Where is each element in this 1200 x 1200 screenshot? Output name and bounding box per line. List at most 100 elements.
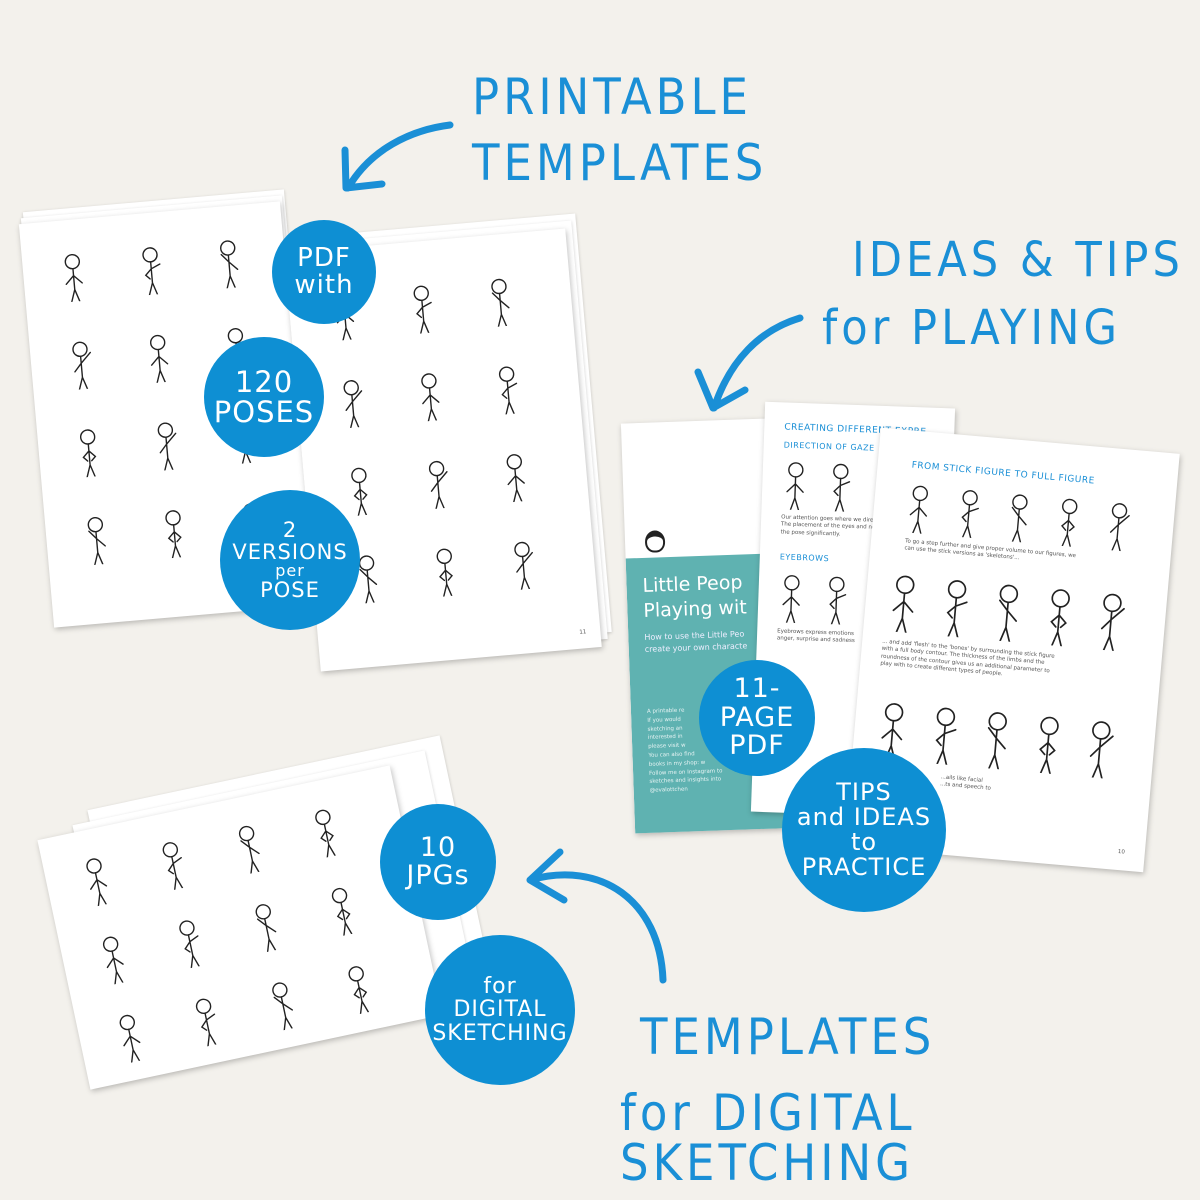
body-text-line: @evalottchen <box>649 786 688 795</box>
stick-figure-icon <box>782 575 800 624</box>
stick-figure-icon <box>786 462 804 511</box>
example-figure <box>1051 493 1086 551</box>
pose-figure <box>134 242 169 300</box>
heading-ideas-tips: IDEAS & TIPS for PLAYING <box>822 236 1184 352</box>
stick-figure-icon <box>79 429 97 478</box>
badge-line: and IDEAS <box>796 802 932 831</box>
stick-figure-icon <box>498 366 518 416</box>
stick-figure-icon <box>72 341 92 391</box>
stick-figure-icon <box>331 887 353 937</box>
stick-figure-icon <box>1109 503 1130 552</box>
badge-line: SKETCHING <box>432 1020 568 1046</box>
heading-line: TEMPLATES <box>640 1008 936 1066</box>
example-figure <box>1079 715 1121 784</box>
pose-figure <box>93 929 134 990</box>
pose-figure <box>64 336 99 394</box>
stick-figure-icon <box>935 707 957 766</box>
stick-figure-icon <box>428 460 448 510</box>
stick-figure-icon <box>162 842 184 891</box>
badge-line: VERSIONS <box>232 539 348 564</box>
author-avatar-icon <box>644 530 666 553</box>
stick-figure-icon <box>829 576 847 626</box>
pose-figure <box>405 280 440 338</box>
badge-line: to <box>850 828 878 856</box>
stick-figure-icon <box>987 712 1007 771</box>
pose-figure <box>170 913 211 974</box>
pose-figure <box>413 368 448 426</box>
stick-figure-icon <box>343 380 363 429</box>
stick-figure-icon <box>149 334 169 384</box>
pose-figure <box>72 424 107 482</box>
jpg-template <box>37 765 443 1090</box>
badge-line: 11- <box>733 673 781 705</box>
template-page-right: 11 <box>284 228 602 672</box>
example-figure <box>923 701 965 770</box>
stick-figure-icon <box>272 982 293 1031</box>
badge-line: PRACTICE <box>801 853 927 882</box>
example-figure <box>1027 710 1069 779</box>
arrow-to-tips-icon <box>694 314 804 412</box>
pose-figure <box>506 536 541 594</box>
badge-line: TIPS <box>836 777 892 806</box>
stick-figure-icon <box>119 1014 141 1064</box>
stick-figure-icon <box>1050 589 1070 648</box>
pose-figure <box>343 462 378 520</box>
pose-figure <box>498 449 533 507</box>
stick-figure-icon <box>436 548 453 598</box>
example-figure <box>779 457 811 514</box>
example-figure <box>883 569 925 638</box>
stick-figure-icon <box>238 825 260 875</box>
gaze-heading: DIRECTION OF GAZE <box>783 440 875 453</box>
stick-figure-icon <box>413 285 432 335</box>
badge-digital-sketching: for DIGITAL SKETCHING <box>425 935 575 1085</box>
badge-line: PDF <box>729 730 785 762</box>
heading-printable-templates: PRINTABLE TEMPLATES <box>472 72 767 188</box>
pose-figure <box>186 991 227 1052</box>
pose-figure <box>246 897 287 958</box>
stick-figure-icon <box>999 584 1019 643</box>
pose-figure <box>149 417 184 475</box>
pose-figure <box>263 975 304 1036</box>
example-figure <box>775 570 807 627</box>
cover-subtitle: create your own characte <box>644 641 748 654</box>
badge-line: 10 <box>419 831 457 863</box>
stick-figure-icon <box>421 373 440 422</box>
example-figure <box>824 459 856 516</box>
pose-figure <box>79 511 114 569</box>
pose-figure <box>56 248 91 306</box>
stick-figure-icon <box>102 936 124 985</box>
stick-figure-icon <box>1011 494 1028 544</box>
stick-figure-icon <box>506 454 525 503</box>
example-figure <box>975 706 1017 775</box>
pose-figure <box>153 835 194 896</box>
pose-figure <box>306 802 347 863</box>
pose-figure <box>322 881 363 942</box>
example-figure <box>935 573 977 642</box>
badge-line: POSES <box>213 395 315 429</box>
arrow-to-printable-icon <box>341 121 454 192</box>
example-figure <box>1038 583 1080 652</box>
stick-figure-icon <box>86 858 108 907</box>
example-figure <box>986 578 1028 647</box>
pose-figure <box>142 329 177 387</box>
badge-11-page-pdf: 11- PAGE PDF <box>699 660 815 776</box>
pose-figure <box>335 375 370 433</box>
pose-figure <box>491 361 526 419</box>
pose-figure <box>229 819 270 880</box>
stick-figure-icon <box>514 541 533 591</box>
heading-line: PRINTABLE <box>472 68 752 126</box>
badge-2-versions: 2 VERSIONS per POSE <box>220 490 360 630</box>
badge-line: for <box>483 974 517 1000</box>
full-figure-page: FROM STICK FIGURE TO FULL FIGURE To go a… <box>844 427 1180 873</box>
pose-figure <box>421 455 456 513</box>
cover-title: Little Peop <box>642 571 743 597</box>
badge-tips-ideas: TIPS and IDEAS to PRACTICE <box>782 748 946 912</box>
stick-figure-icon <box>892 575 915 634</box>
stick-figure-icon <box>348 966 370 1015</box>
stick-figure-icon <box>491 278 510 328</box>
badge-line: 120 <box>234 364 294 399</box>
pose-figure <box>157 505 192 563</box>
heading-digital-templates: TEMPLATES for DIGITAL SKETCHING <box>620 1008 1200 1188</box>
pose-figure <box>77 851 118 912</box>
stick-figure-icon <box>64 253 83 303</box>
